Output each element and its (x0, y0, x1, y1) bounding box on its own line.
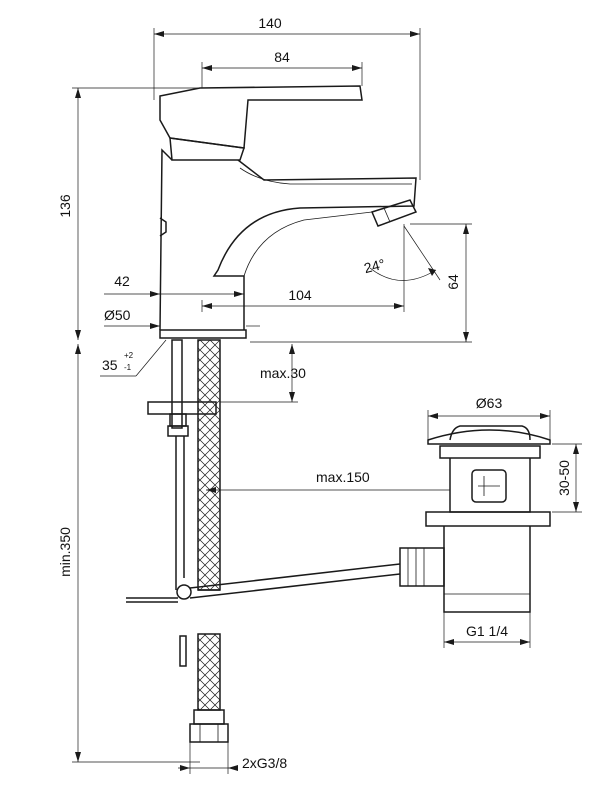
label-spout-height: 64 (445, 274, 461, 290)
label-waste-thread: G1 1/4 (466, 623, 508, 639)
label-hole-tol-plus: +2 (124, 351, 134, 360)
waste-assembly (399, 425, 551, 613)
label-max-drain-offset: max.150 (316, 469, 370, 485)
faucet-body (159, 85, 418, 339)
faucet-base (159, 329, 247, 339)
overflow-slot (471, 469, 507, 503)
waste-nut (425, 511, 551, 527)
spout-tip (370, 199, 418, 227)
rod-connector (399, 547, 445, 587)
label-spout-reach: 104 (288, 287, 312, 303)
handle-cap (169, 137, 245, 161)
label-base-diameter: Ø50 (104, 307, 131, 323)
dimension-labels: 140 84 136 42 104 64 Ø50 24° 35 +2 -1 ma… (57, 15, 572, 771)
fixing-rod (171, 339, 183, 429)
label-waste-height: 30-50 (556, 460, 572, 496)
label-max-thickness: max.30 (260, 365, 306, 381)
label-height-total: 136 (57, 194, 73, 218)
waste-body (449, 458, 531, 513)
spout-outline (212, 159, 417, 330)
label-supply-thread: 2xG3/8 (242, 755, 287, 771)
dimension-lines (72, 28, 582, 774)
label-min-length: min.350 (57, 527, 73, 577)
hose-nut (193, 709, 225, 725)
rod-joint (176, 584, 192, 600)
label-hole-diameter: 35 (102, 357, 118, 373)
popup-rod (126, 436, 401, 603)
label-waste-diameter: Ø63 (476, 395, 503, 411)
handle-lever (159, 85, 363, 149)
label-handle-length: 84 (274, 49, 290, 65)
label-spout-angle: 24° (362, 256, 386, 277)
supply-hose (179, 339, 229, 743)
label-base-offset: 42 (114, 273, 130, 289)
label-width-total: 140 (258, 15, 282, 31)
label-hole-tol-minus: -1 (124, 363, 132, 372)
waste-flange (427, 429, 551, 445)
body-outline (159, 148, 173, 331)
